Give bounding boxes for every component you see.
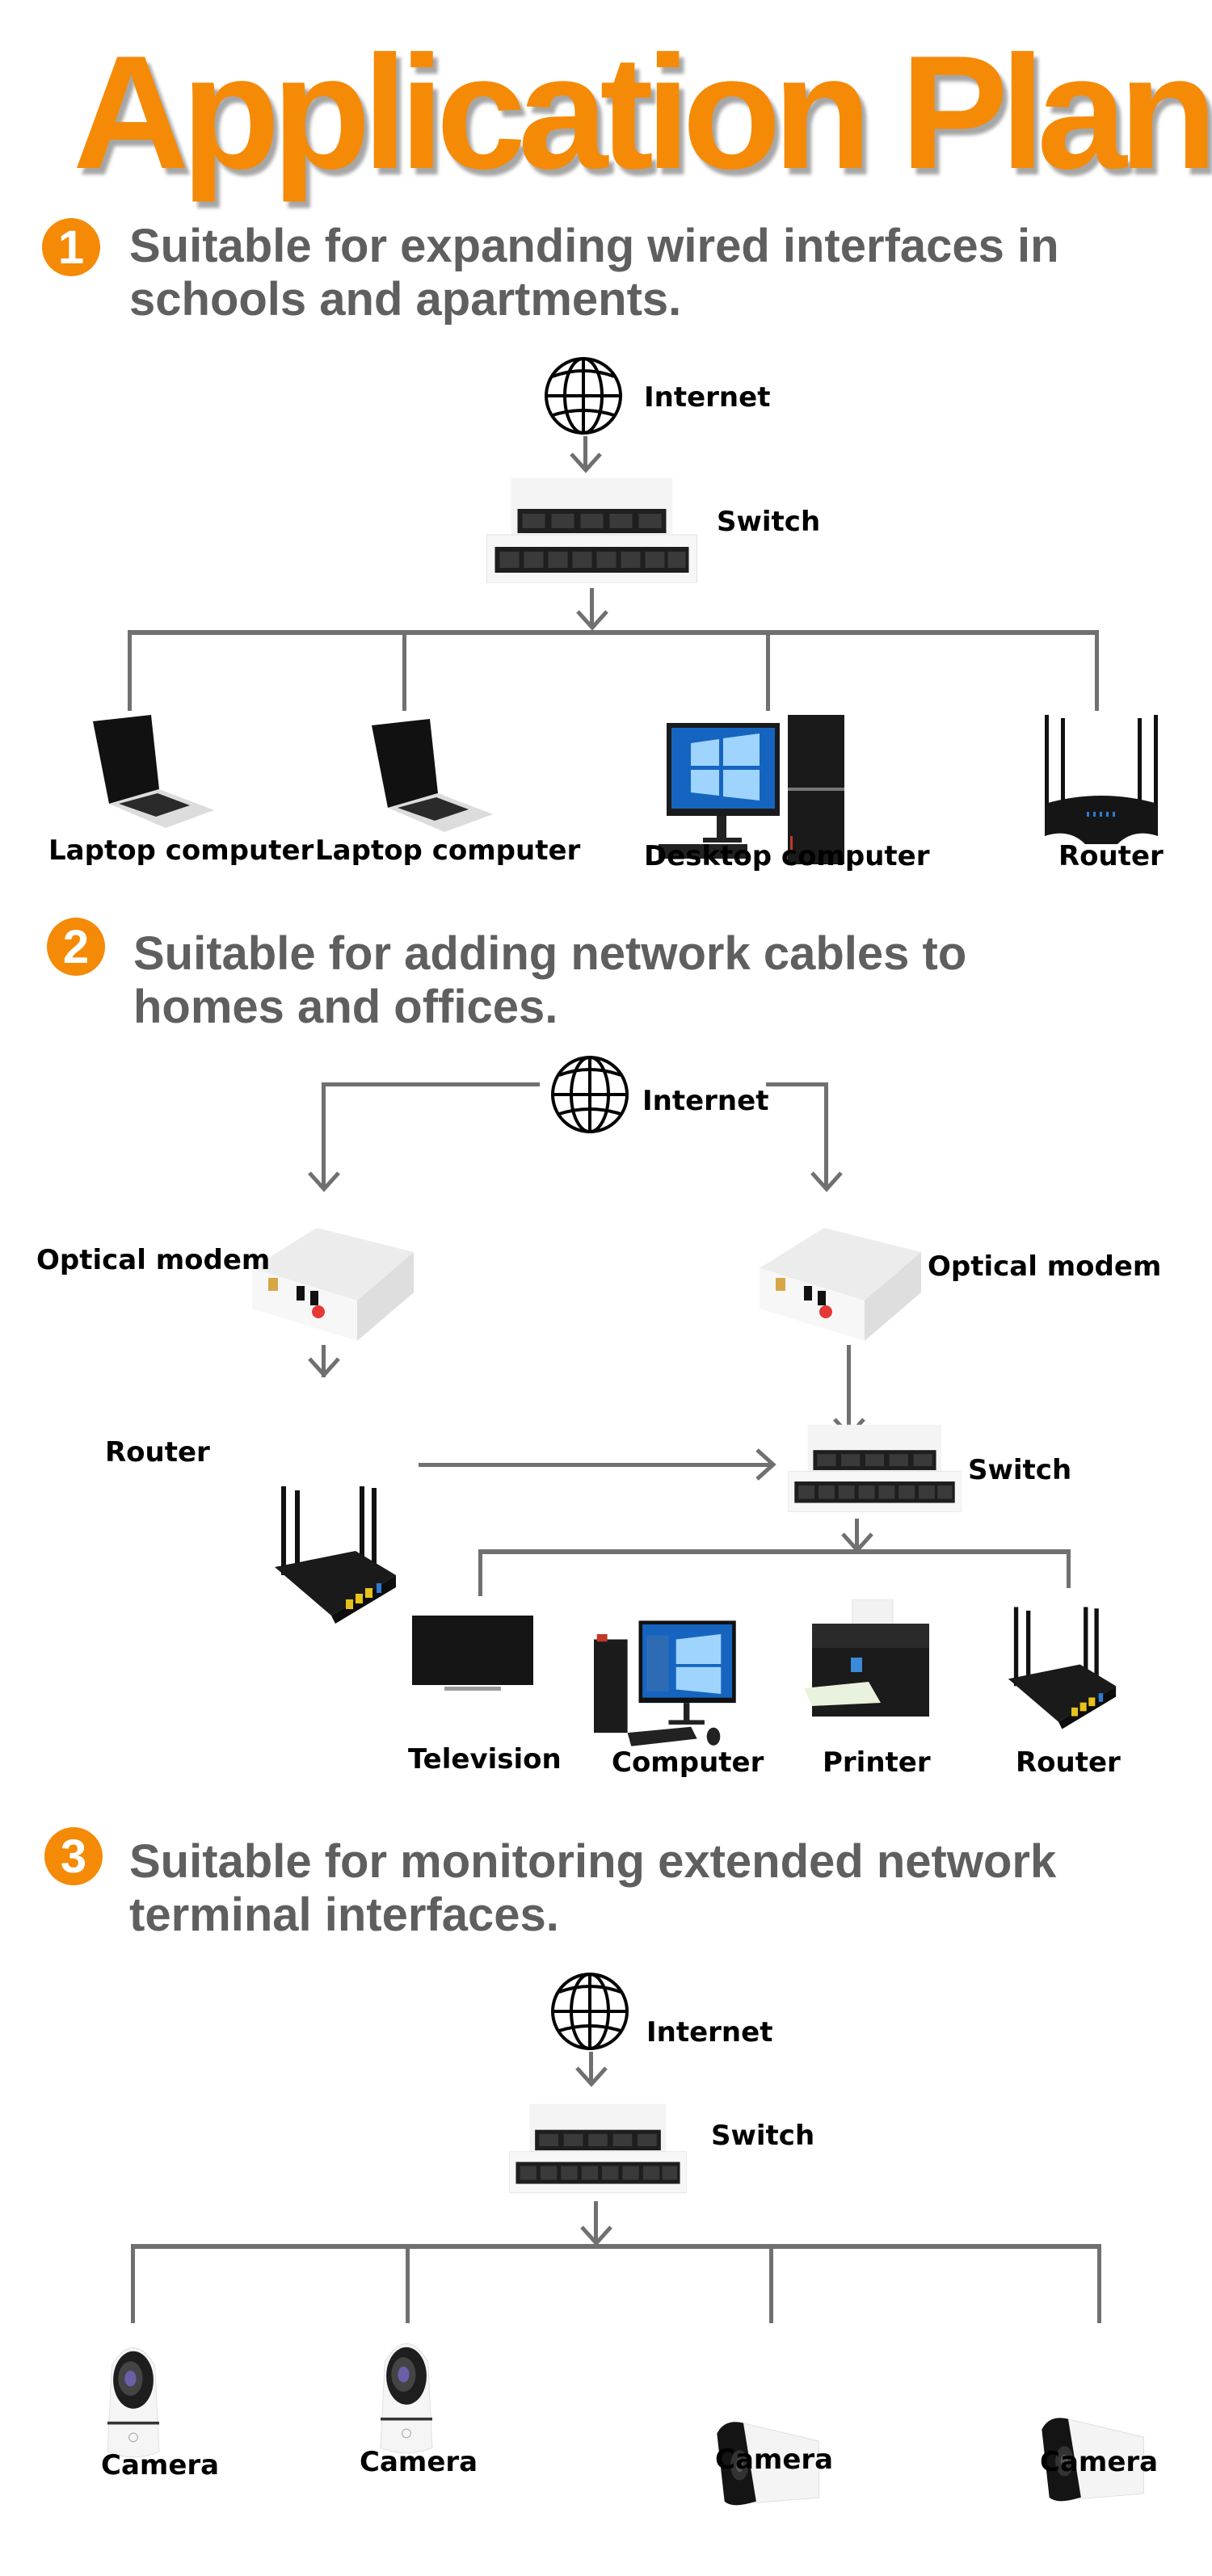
arrow-right-icon — [755, 1448, 776, 1481]
drop-line — [769, 2244, 773, 2323]
section-2-heading-line-1: Suitable for adding network cables to — [133, 927, 967, 980]
connector-line — [322, 1345, 326, 1377]
page-title: Application Plan — [73, 23, 1212, 203]
arrow-down-icon — [810, 1171, 843, 1192]
connector-line — [322, 1082, 326, 1187]
section-1-heading-line-2: schools and apartments. — [129, 273, 682, 326]
arrow-down-icon — [580, 2225, 612, 2246]
device-label: Router — [1058, 840, 1164, 872]
device-label: Computer — [612, 1746, 764, 1779]
section-3-heading-line-2: terminal interfaces. — [129, 1889, 559, 1941]
connector-line — [847, 1345, 851, 1434]
arrow-down-icon — [308, 1357, 340, 1378]
step-badge-3: 3 — [44, 1827, 103, 1885]
device-label: Laptop computer — [315, 834, 581, 867]
drop-line — [1067, 1549, 1071, 1588]
step-badge-1: 1 — [42, 218, 100, 276]
section-2-heading: Suitable for adding network cables to ho… — [133, 927, 966, 1034]
internet-label: Internet — [646, 2016, 773, 2049]
modem-label: Optical modem — [36, 1244, 271, 1276]
router-icon — [994, 1603, 1123, 1733]
globe-icon — [549, 1971, 630, 2052]
device-label: Printer — [823, 1746, 931, 1779]
connector-line — [824, 1082, 828, 1187]
drop-line — [1095, 630, 1099, 711]
section-3-heading-line-1: Suitable for monitoring extended network — [129, 1835, 1057, 1888]
printer-icon — [804, 1599, 933, 1721]
bus-line — [131, 2244, 1100, 2249]
device-label: Camera — [1040, 2446, 1159, 2478]
arrow-down-icon — [308, 1171, 340, 1192]
internet-label: Internet — [642, 1085, 769, 1117]
drop-line — [1097, 2244, 1101, 2323]
router-icon — [1037, 715, 1166, 852]
device-label: Camera — [360, 2446, 478, 2478]
connector-line — [583, 436, 587, 469]
drop-line — [402, 630, 406, 711]
laptop-icon — [77, 715, 214, 828]
connector-line — [766, 1082, 827, 1086]
dome-camera-icon — [370, 2333, 443, 2462]
switch-icon — [509, 2102, 687, 2195]
section-1-heading: Suitable for expanding wired interfaces … — [129, 220, 1059, 326]
switch-icon — [788, 1422, 962, 1515]
drop-line — [766, 630, 770, 711]
connector-line — [322, 1082, 540, 1086]
arrow-down-icon — [576, 610, 608, 631]
router-icon — [259, 1486, 404, 1624]
dome-camera-icon — [97, 2337, 170, 2466]
desktop-icon — [594, 1620, 743, 1749]
globe-icon — [549, 1054, 630, 1135]
modem-label: Optical modem — [928, 1250, 1162, 1283]
arrow-down-icon — [570, 452, 602, 473]
drop-line — [406, 2244, 410, 2323]
bus-line — [478, 1549, 1070, 1554]
modem-icon — [760, 1228, 921, 1341]
laptop-icon — [356, 719, 493, 832]
drop-line — [128, 630, 132, 711]
switch-label: Switch — [717, 506, 821, 538]
connector-line — [855, 1519, 859, 1551]
tv-icon — [412, 1616, 533, 1696]
device-label: Router — [1016, 1746, 1121, 1779]
arrow-down-icon — [575, 2066, 608, 2087]
internet-label: Internet — [644, 381, 771, 414]
drop-line — [478, 1549, 482, 1596]
switch-icon — [485, 478, 699, 583]
device-label: Camera — [715, 2444, 834, 2476]
switch-label: Switch — [968, 1454, 1072, 1486]
section-3-heading: Suitable for monitoring extended network… — [129, 1835, 1056, 1942]
section-2-heading-line-2: homes and offices. — [133, 981, 558, 1033]
device-label: Desktop computer — [644, 840, 930, 872]
section-1-heading-line-1: Suitable for expanding wired interfaces … — [129, 220, 1059, 272]
connector-line — [589, 2052, 593, 2084]
drop-line — [131, 2244, 135, 2323]
router-label: Router — [105, 1436, 210, 1469]
device-label: Television — [408, 1743, 562, 1775]
globe-icon — [543, 355, 624, 436]
connector-line — [419, 1463, 774, 1467]
modem-icon — [252, 1228, 414, 1341]
step-badge-2: 2 — [47, 918, 105, 976]
connector-line — [590, 588, 594, 627]
device-label: Camera — [101, 2449, 220, 2481]
connector-line — [594, 2201, 598, 2242]
bus-line — [128, 630, 1097, 635]
switch-label: Switch — [711, 2120, 815, 2152]
device-label: Laptop computer — [48, 834, 314, 867]
